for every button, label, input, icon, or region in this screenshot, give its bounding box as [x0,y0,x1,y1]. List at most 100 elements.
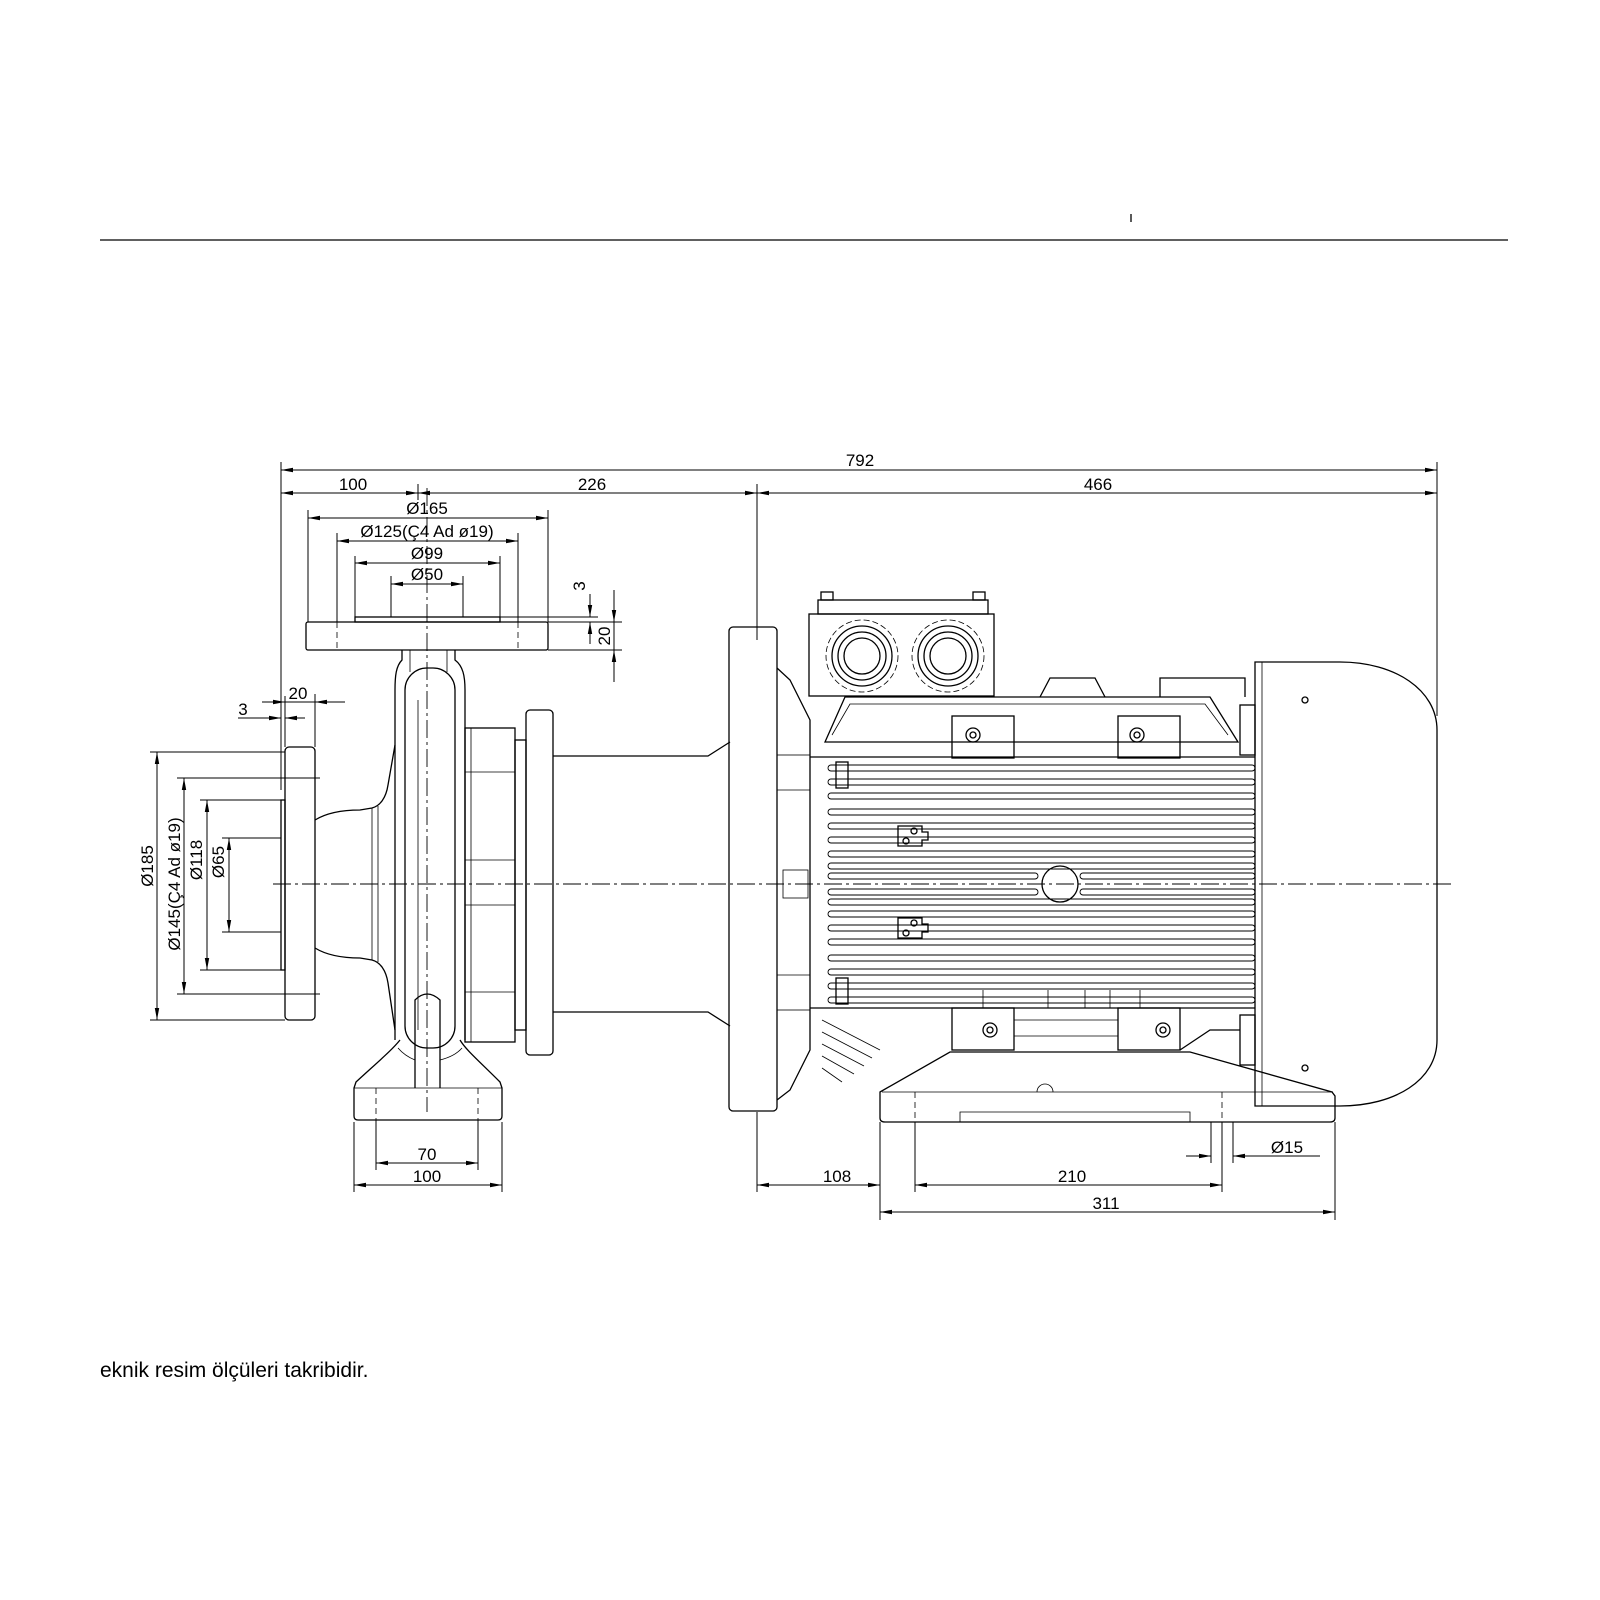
cooling-fin [827,808,1256,816]
suction-raised-face [280,799,286,971]
screw-icon [902,837,910,845]
label-motor-foot-length: 311 [1092,1194,1119,1213]
label-pump-length: 226 [578,475,606,494]
screw-icon [910,827,918,835]
suction-nozzle-bottom [314,947,396,1031]
cooling-fin [1079,872,1256,880]
label-pump-foot-hole-spacing: 70 [418,1145,437,1164]
suction-nozzle-top [314,744,396,821]
label-suction-raised-face: Ø118 [187,840,206,880]
cable-gland-icon [837,631,887,681]
discharge-raised-face [354,616,501,623]
lid-screw [820,591,834,601]
label-motor-length: 466 [1084,475,1112,494]
cooling-fin [827,982,1256,990]
label-overall-length: 792 [846,451,874,470]
rating-plate-boss-icon [1041,865,1079,903]
casing-left-wall [394,650,403,1040]
top-bracket [1159,677,1246,697]
motor-top-housing [823,696,1240,743]
cooling-fin [827,872,1039,880]
suction-flange [284,746,316,1021]
screw-icon [902,929,910,937]
bottom-lug [951,1007,1015,1051]
cooling-fin [827,822,1256,830]
screw-icon [910,919,918,927]
cooling-fin [827,792,1256,800]
lug-bolt-icon [965,727,981,743]
lantern-flange [525,709,554,1056]
label-discharge-flange-od: Ø165 [406,499,448,518]
shaft-housing-bottom [553,1011,731,1027]
fan-cover-clip [1239,1014,1256,1066]
lug-bolt-icon [1159,1026,1167,1034]
adapter-spigot [514,739,527,1031]
label-motor-flange-to-foot: 108 [823,1167,851,1186]
drain-slot [414,993,441,1088]
fin-end-block [835,761,849,789]
dimension-labels: 792 100 226 466 Ø165 Ø125(Ç4 Ad ø19) Ø99… [138,451,1303,1213]
mounting-plate [897,917,929,939]
fin-end-block [835,977,849,1005]
fan-cover-clip [1239,704,1256,756]
cooling-fin [827,996,1256,1004]
label-suction-length: 100 [339,475,367,494]
cable-gland-icon [831,625,893,687]
centerlines [273,488,1452,1112]
flange-hub [776,754,811,1011]
lifting-lug [1117,715,1181,759]
cooling-fin [1079,888,1256,896]
lug-bolt-icon [969,731,977,739]
cooling-fin [827,836,1256,844]
shaft-housing-top [553,741,731,757]
label-suction-bore: Ø65 [209,846,228,878]
label-pump-foot-width: 100 [413,1167,441,1186]
title-block-rule [100,214,1508,241]
motor-flange [728,626,778,1112]
label-suction-face-height: 3 [238,700,247,719]
volute-body [404,667,456,1049]
fan-cover-screw-icon [1301,696,1309,704]
terminal-box [808,591,995,697]
foot-notch [1036,1083,1054,1093]
cable-gland-icon [923,631,973,681]
hub-pocket [782,869,809,899]
label-discharge-bore: Ø50 [411,565,443,584]
foot-rib [397,1047,416,1061]
electric-motor [728,591,1438,1123]
cooling-fin [827,850,1256,858]
cooling-fin [827,898,1256,906]
label-motor-foot-hole-diameter: Ø15 [1271,1138,1303,1157]
pump-casing-assembly [280,616,731,1121]
motor-foot [879,1051,1336,1123]
label-discharge-bolt-circle: Ø125(Ç4 Ad ø19) [360,522,493,541]
top-bracket [1039,677,1106,698]
cable-gland-icon [929,637,967,675]
cooling-fin [827,888,1039,896]
lid-screw [972,591,986,601]
cable-gland-nut-icon [825,619,899,693]
label-motor-foot-hole-spacing: 210 [1058,1167,1086,1186]
cooling-fin [827,910,1256,918]
cooling-fin [827,862,1256,870]
label-discharge-raised-face: Ø99 [411,544,443,563]
mounting-plate [897,825,929,847]
terminal-box-lid [817,599,989,615]
lug-bolt-icon [982,1022,998,1038]
label-suction-bolt-circle: Ø145(Ç4 Ad ø19) [165,817,184,950]
lifting-lug [951,715,1015,759]
bottom-lug [1117,1007,1181,1051]
foot-ribs [821,1019,881,1083]
cooling-fin [827,778,1256,786]
fan-cover-screw-icon [1301,1064,1309,1072]
lug-bolt-icon [1133,731,1141,739]
cooling-fin [827,924,1256,932]
bearing-adapter [464,727,516,1043]
housing-inner-line [831,703,1229,736]
terminal-box-body [808,613,995,697]
cable-gland-nut-icon [911,619,985,693]
fan-cover [1254,661,1438,1107]
label-suction-flange-od: Ø185 [138,845,157,887]
foot-rib [439,1047,463,1061]
cooling-fin [827,764,1256,772]
